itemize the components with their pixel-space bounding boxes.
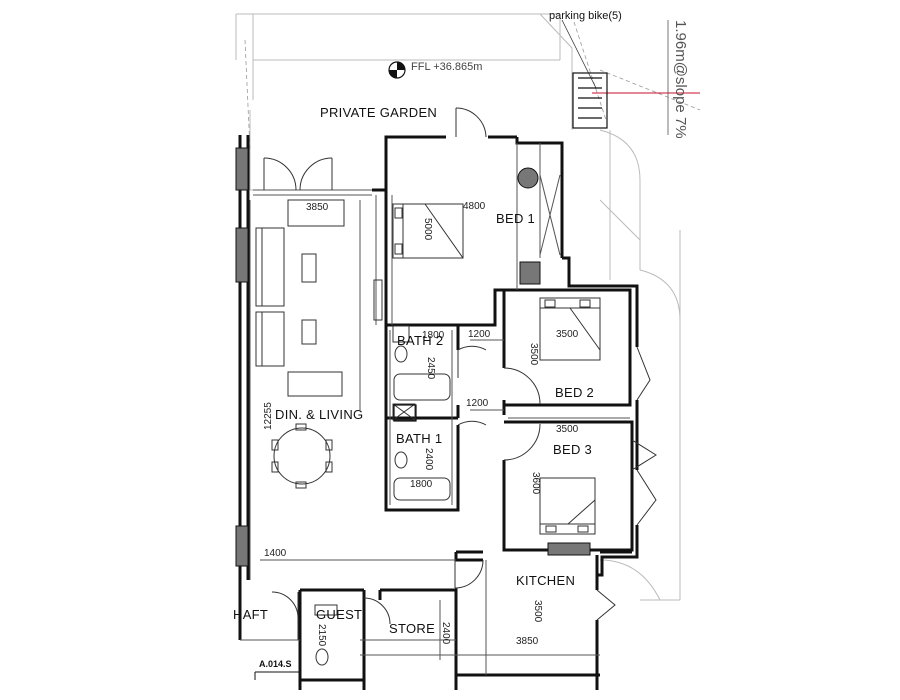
dim-living-bottom: 1400	[264, 548, 287, 559]
room-label-din-living: DIN. & LIVING	[275, 407, 364, 422]
water-tank	[517, 167, 539, 189]
room-label-store: STORE	[389, 621, 436, 636]
room-label-bed2: BED 2	[555, 385, 595, 400]
dim-living-length: 12255	[263, 402, 274, 430]
bike-leader	[561, 19, 597, 89]
room-label-shaft: HAFT	[233, 607, 269, 622]
room-label-bath2: BATH 2	[397, 333, 444, 348]
dim-bed1-width: 4800	[463, 201, 486, 212]
furniture	[255, 199, 601, 666]
dim-living-top: 3850	[306, 202, 329, 213]
dim-bed2-width: 3500	[556, 329, 579, 340]
site-lines	[235, 13, 681, 601]
section-ref-label: A.014.S	[259, 659, 292, 669]
wardrobe-hatch	[393, 404, 417, 422]
wall-fills	[235, 147, 591, 567]
thin-lines	[240, 143, 630, 675]
dim-store-height: 2400	[440, 622, 451, 645]
dim-corr-top: 1200	[468, 329, 491, 340]
slope-lines	[244, 21, 701, 151]
dim-bath1-width: 1800	[410, 479, 433, 490]
ffl-label: FFL +36.865m	[411, 61, 483, 73]
doors	[263, 107, 657, 640]
ffl-symbol	[388, 61, 406, 79]
room-label-bed3: BED 3	[553, 442, 593, 457]
dim-guest-height: 2150	[316, 624, 327, 647]
room-label-private-garden: PRIVATE GARDEN	[320, 105, 438, 120]
dim-kitchen-height: 3500	[532, 600, 543, 623]
bike-rack	[572, 72, 608, 129]
dim-bed1-height: 5000	[422, 218, 433, 241]
dim-corr-mid: 1200	[466, 398, 489, 409]
dim-bath1-height: 2400	[423, 448, 434, 471]
room-label-bath1: BATH 1	[396, 431, 443, 446]
dim-bath2-height: 2450	[425, 357, 436, 380]
dim-bed2-height: 3500	[528, 343, 539, 366]
room-label-bed1: BED 1	[496, 211, 536, 226]
dim-bath2-width: 1800	[422, 330, 445, 341]
parking-label: parking bike(5)	[549, 10, 622, 22]
slope-label: 1.96m@slope 7%	[672, 20, 689, 139]
dim-bed3-width: 3500	[556, 424, 579, 435]
dim-bed3-height: 3600	[530, 472, 541, 495]
room-label-kitchen: KITCHEN	[516, 573, 576, 588]
section-marker	[254, 671, 300, 680]
room-label-guest: GUEST	[316, 607, 363, 622]
dim-kitchen-width: 3850	[516, 636, 539, 647]
